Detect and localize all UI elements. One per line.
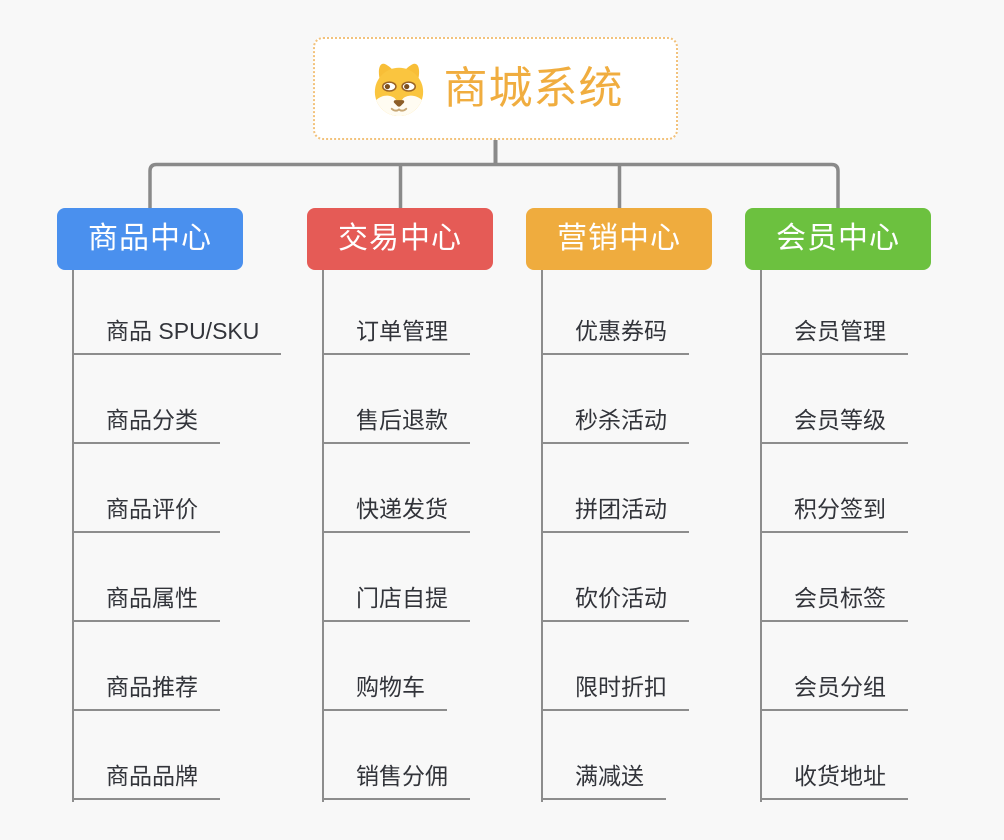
item-row: 拼团活动	[526, 444, 776, 533]
branch-trunk-line	[72, 270, 74, 802]
branch-node-member-center[interactable]: 会员中心	[745, 208, 931, 270]
branch-label: 商品中心	[88, 222, 212, 255]
item-row: 订单管理	[307, 266, 557, 355]
item-row: 商品评价	[57, 444, 307, 533]
branch-label: 交易中心	[338, 222, 462, 255]
branch-items-trade-center: 订单管理 售后退款 快递发货 门店自提 购物车 销售分佣	[307, 266, 557, 802]
item-row: 收货地址	[745, 711, 995, 800]
item-node[interactable]: 积分签到	[761, 496, 908, 533]
item-row: 快递发货	[307, 444, 557, 533]
branch-label: 营销中心	[557, 222, 681, 255]
item-node[interactable]: 优惠券码	[542, 318, 689, 355]
item-row: 售后退款	[307, 355, 557, 444]
item-node[interactable]: 售后退款	[323, 407, 470, 444]
item-node[interactable]: 订单管理	[323, 318, 470, 355]
branch-items-product-center: 商品 SPU/SKU 商品分类 商品评价 商品属性 商品推荐 商品品牌	[57, 266, 307, 802]
branch-label: 会员中心	[776, 222, 900, 255]
item-row: 限时折扣	[526, 622, 776, 711]
item-row: 会员等级	[745, 355, 995, 444]
item-row: 商品分类	[57, 355, 307, 444]
item-node[interactable]: 门店自提	[323, 585, 470, 622]
dog-icon	[374, 63, 423, 116]
branch-trunk-line	[322, 270, 324, 802]
root-title: 商城系统	[443, 63, 624, 113]
item-row: 门店自提	[307, 533, 557, 622]
item-row: 销售分佣	[307, 711, 557, 800]
item-node[interactable]: 商品品牌	[73, 763, 220, 800]
item-node[interactable]: 限时折扣	[542, 674, 689, 711]
item-node[interactable]: 会员分组	[761, 674, 908, 711]
item-node[interactable]: 购物车	[323, 674, 447, 711]
item-row: 会员标签	[745, 533, 995, 622]
item-node[interactable]: 满减送	[542, 763, 666, 800]
item-node[interactable]: 快递发货	[323, 496, 470, 533]
item-node[interactable]: 销售分佣	[323, 763, 470, 800]
branch-node-trade-center[interactable]: 交易中心	[307, 208, 493, 270]
item-row: 商品属性	[57, 533, 307, 622]
item-row: 优惠券码	[526, 266, 776, 355]
root-node[interactable]: 商城系统	[313, 37, 678, 140]
branch-node-product-center[interactable]: 商品中心	[57, 208, 243, 270]
item-node[interactable]: 会员管理	[761, 318, 908, 355]
item-node[interactable]: 商品分类	[73, 407, 220, 444]
item-node[interactable]: 商品 SPU/SKU	[73, 318, 282, 355]
item-node[interactable]: 商品评价	[73, 496, 220, 533]
item-node[interactable]: 会员标签	[761, 585, 908, 622]
item-node[interactable]: 拼团活动	[542, 496, 689, 533]
item-node[interactable]: 秒杀活动	[542, 407, 689, 444]
item-node[interactable]: 商品属性	[73, 585, 220, 622]
item-node[interactable]: 商品推荐	[73, 674, 220, 711]
item-row: 商品品牌	[57, 711, 307, 800]
branch-bus-line	[148, 162, 840, 209]
item-node[interactable]: 收货地址	[761, 763, 908, 800]
branch-trunk-line	[541, 270, 543, 802]
branch-trunk-line	[760, 270, 762, 802]
item-row: 商品 SPU/SKU	[57, 266, 307, 355]
item-row: 购物车	[307, 622, 557, 711]
item-row: 秒杀活动	[526, 355, 776, 444]
branch-items-member-center: 会员管理 会员等级 积分签到 会员标签 会员分组 收货地址	[745, 266, 995, 802]
item-row: 商品推荐	[57, 622, 307, 711]
branch-items-marketing-center: 优惠券码 秒杀活动 拼团活动 砍价活动 限时折扣 满减送	[526, 266, 776, 802]
item-row: 满减送	[526, 711, 776, 800]
item-row: 积分签到	[745, 444, 995, 533]
branch-node-marketing-center[interactable]: 营销中心	[526, 208, 712, 270]
item-row: 会员管理	[745, 266, 995, 355]
item-row: 砍价活动	[526, 533, 776, 622]
item-row: 会员分组	[745, 622, 995, 711]
item-node[interactable]: 会员等级	[761, 407, 908, 444]
item-node[interactable]: 砍价活动	[542, 585, 689, 622]
